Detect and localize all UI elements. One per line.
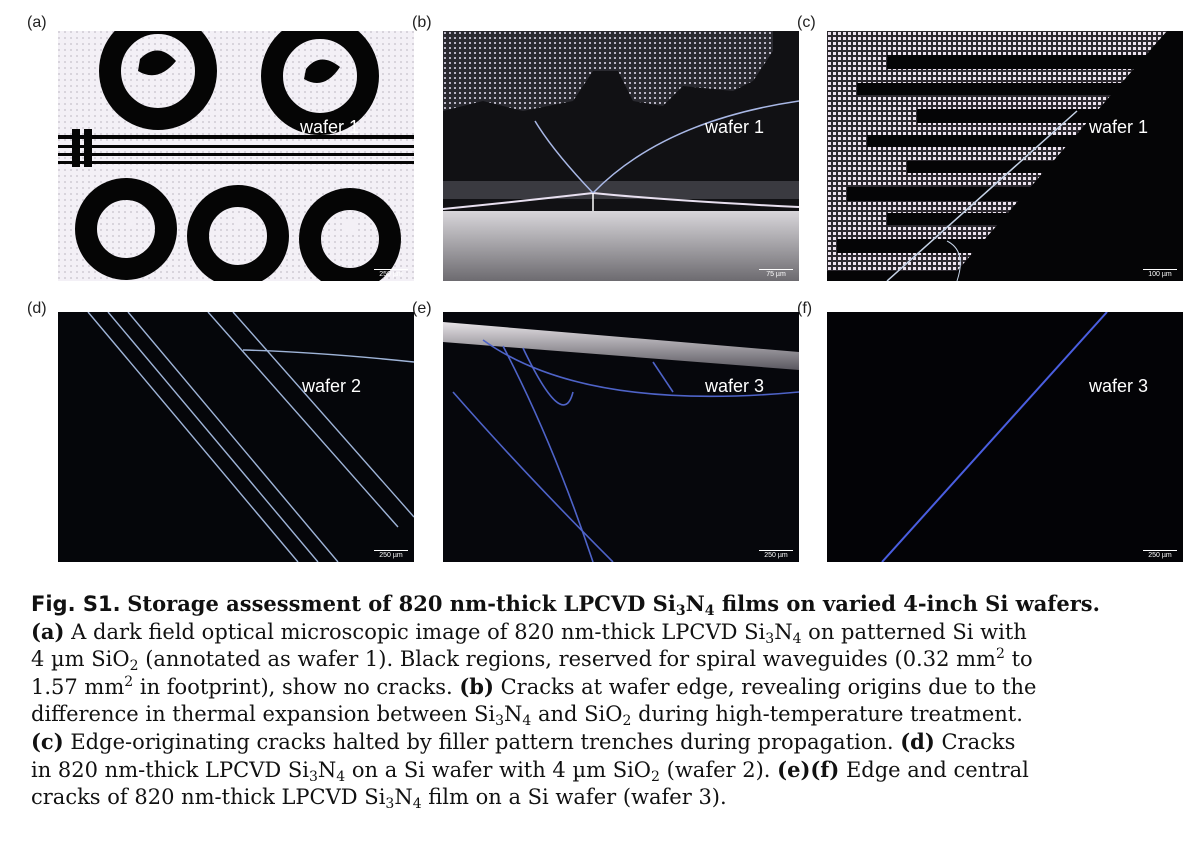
micrograph-b: wafer 1 75 µm [443,31,799,281]
wafer-label-d: wafer 2 [302,376,362,396]
caption-line-4: 1.57 mm2 in footprint), show no cracks. … [31,674,1037,699]
scale-bar-c: 100 µm [1143,269,1177,278]
scale-bar-f: 250 µm [1143,550,1177,559]
figure-caption: Fig. S1. Storage assessment of 820 nm-th… [31,590,1181,811]
panel-label-e: (e) [412,300,432,317]
wafer-label-a: wafer 1 [300,117,360,137]
wafer-label-c: wafer 1 [1089,117,1149,137]
caption-line-8: cracks of 820 nm-thick LPCVD Si3N4 film … [31,785,727,812]
caption-title: Storage assessment of 820 nm-thick LPCVD… [127,591,1100,619]
micrograph-d-image [58,312,414,562]
panel-label-b: (b) [412,14,432,31]
micrograph-f-image [827,312,1183,562]
micrograph-d: wafer 2 250 µm [58,312,414,562]
scale-bar-d: 250 µm [374,550,408,559]
caption-line-2: (a) A dark field optical microscopic ima… [31,619,1027,647]
panel-label-d: (d) [27,300,47,317]
wafer-label-e: wafer 3 [705,376,765,396]
caption-line-3: 4 µm SiO2 (annotated as wafer 1). Black … [31,646,1033,674]
panel-label-c: (c) [797,14,816,31]
micrograph-c: wafer 1 100 µm [827,31,1183,281]
micrograph-f: wafer 3 250 µm [827,312,1183,562]
scale-bar-e: 250 µm [759,550,793,559]
micrograph-c-image [827,31,1183,281]
micrograph-a-image [58,31,414,281]
micrograph-e: wafer 3 250 µm [443,312,799,562]
caption-line-6: (c) Edge-originating cracks halted by fi… [31,729,1016,754]
panel-label-f: (f) [797,300,813,317]
caption-line-5: difference in thermal expansion between … [31,702,1023,729]
micrograph-a: wafer 1 250 µm [58,31,414,281]
wafer-label-f: wafer 3 [1089,376,1149,396]
caption-line-7: in 820 nm-thick LPCVD Si3N4 on a Si wafe… [31,757,1029,785]
micrograph-b-image [443,31,799,281]
micrograph-e-image [443,312,799,562]
scale-bar-b: 75 µm [759,269,793,278]
scale-bar-a: 250 µm [374,269,408,278]
caption-title-line: Fig. S1. Storage assessment of 820 nm-th… [31,590,1181,618]
wafer-label-b: wafer 1 [705,117,765,137]
figure-number: Fig. S1. [31,592,121,616]
panel-label-a: (a) [27,14,47,31]
